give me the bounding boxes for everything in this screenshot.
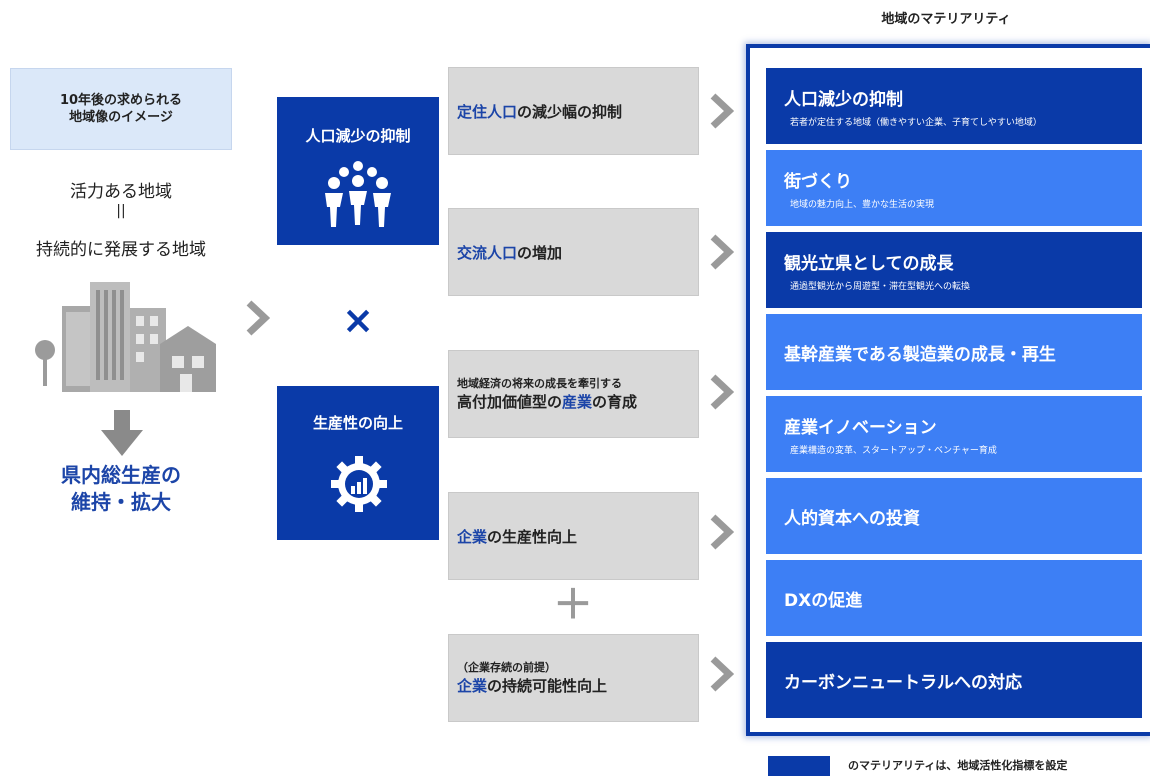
- highlight-text: 交流人口: [457, 243, 518, 262]
- future-vision-box: 10年後の求められる 地域像のイメージ: [10, 68, 232, 150]
- chevron-right-icon: [710, 93, 734, 129]
- legend-swatch: [768, 756, 830, 776]
- materiality-item-title: 人口減少の抑制: [784, 89, 903, 110]
- body-text: の増加: [517, 243, 563, 262]
- multiply-sign: ×: [342, 298, 374, 342]
- materiality-item-town-building: 街づくり 地域の魅力向上、豊かな生活の実現: [766, 150, 1142, 226]
- materiality-item-innovation: 産業イノベーション 産業構造の変革、スタートアップ・ベンチャー育成: [766, 396, 1142, 472]
- gray-item-company-productivity: 企業の生産性向上: [448, 492, 699, 580]
- materiality-item-manufacturing: 基幹産業である製造業の成長・再生: [766, 314, 1142, 390]
- materiality-item-sub: 通過型観光から周遊型・滞在型観光への転換: [790, 281, 971, 292]
- materiality-item-title: カーボンニュートラルへの対応: [784, 672, 1022, 693]
- highlight-text: 定住人口: [457, 102, 518, 121]
- gray-item-settled-population: 定住人口の減少幅の抑制: [448, 67, 699, 155]
- vision-sustainable: 持続的に発展する地域: [36, 240, 206, 260]
- gray-item-text: 高付加価値型の産業の育成: [457, 391, 698, 412]
- materiality-item-carbon-neutral: カーボンニュートラルへの対応: [766, 642, 1142, 718]
- chevron-right-icon: [710, 514, 734, 550]
- materiality-item-title: 基幹産業である製造業の成長・再生: [784, 344, 1056, 365]
- population-control-box: 人口減少の抑制: [277, 97, 439, 245]
- future-vision-line2: 地域像のイメージ: [69, 110, 173, 125]
- chevron-right-icon: [710, 656, 734, 692]
- people-group-icon: [325, 161, 391, 227]
- highlight-text: 企業: [457, 527, 488, 546]
- highlight-text: 企業: [457, 676, 488, 695]
- materiality-item-title: 人的資本への投資: [784, 508, 920, 529]
- gdp-line2: 維持・拡大: [71, 490, 171, 514]
- productivity-box: 生産性の向上: [277, 386, 439, 540]
- body-text: の生産性向上: [487, 527, 578, 546]
- down-arrow-icon: [101, 410, 143, 456]
- legend-text: のマテリアリティは、地域活性化指標を設定: [848, 759, 1068, 772]
- materiality-item-population-control: 人口減少の抑制 若者が定住する地域（働きやすい企業、子育てしやすい地域）: [766, 68, 1142, 144]
- materiality-item-title: 産業イノベーション: [784, 417, 937, 438]
- gray-item-text: 企業の持続可能性向上: [457, 675, 698, 696]
- materiality-item-sub: 若者が定住する地域（働きやすい企業、子育てしやすい地域）: [790, 117, 1042, 128]
- city-buildings-icon: [35, 282, 216, 392]
- gray-item-high-value-industry: 地域経済の将来の成長を牽引する 高付加価値型の産業の育成: [448, 350, 699, 438]
- gray-item-text: 企業の生産性向上: [457, 526, 698, 547]
- materiality-item-dx: DXの促進: [766, 560, 1142, 636]
- future-vision-line1: 10年後の求められる: [59, 93, 183, 108]
- gray-item-exchange-population: 交流人口の増加: [448, 208, 699, 296]
- body-text: の持続可能性向上: [487, 676, 608, 695]
- body-text: の減少幅の抑制: [517, 102, 623, 121]
- gdp-goal: 県内総生産の 維持・拡大: [0, 462, 242, 516]
- materiality-item-tourism: 観光立県としての成長 通過型観光から周遊型・滞在型観光への転換: [766, 232, 1142, 308]
- vision-vitality: 活力ある地域: [70, 182, 172, 202]
- productivity-label: 生産性の向上: [312, 414, 403, 432]
- highlight-text: 産業: [562, 392, 593, 411]
- chevron-right-icon: [246, 300, 270, 336]
- gray-item-text: 定住人口の減少幅の抑制: [457, 101, 698, 122]
- materiality-item-title: 街づくり: [784, 171, 852, 192]
- gdp-line1: 県内総生産の: [61, 463, 181, 487]
- gray-item-text: 交流人口の増加: [457, 242, 698, 263]
- materiality-item-title: DXの促進: [784, 590, 863, 611]
- materiality-item-sub: 地域の魅力向上、豊かな生活の実現: [790, 199, 935, 210]
- gray-item-small-text: （企業存続の前提）: [457, 660, 556, 674]
- population-control-label: 人口減少の抑制: [305, 127, 411, 145]
- vision-equals: ||: [116, 203, 126, 219]
- gray-item-company-sustainability: （企業存続の前提） 企業の持続可能性向上: [448, 634, 699, 722]
- materiality-item-title: 観光立県としての成長: [784, 253, 954, 274]
- body-text: 高付加価値型の: [457, 392, 563, 411]
- chevron-right-icon: [710, 234, 734, 270]
- materiality-item-sub: 産業構造の変革、スタートアップ・ベンチャー育成: [790, 445, 997, 456]
- chevron-right-icon: [710, 374, 734, 410]
- materiality-item-human-capital: 人的資本への投資: [766, 478, 1142, 554]
- gear-chart-icon: [331, 456, 387, 512]
- body-text: の育成: [592, 392, 638, 411]
- plus-sign: ＋: [553, 582, 593, 628]
- materiality-title: 地域のマテリアリティ: [881, 12, 1011, 27]
- gray-item-small-text: 地域経済の将来の成長を牽引する: [457, 376, 622, 390]
